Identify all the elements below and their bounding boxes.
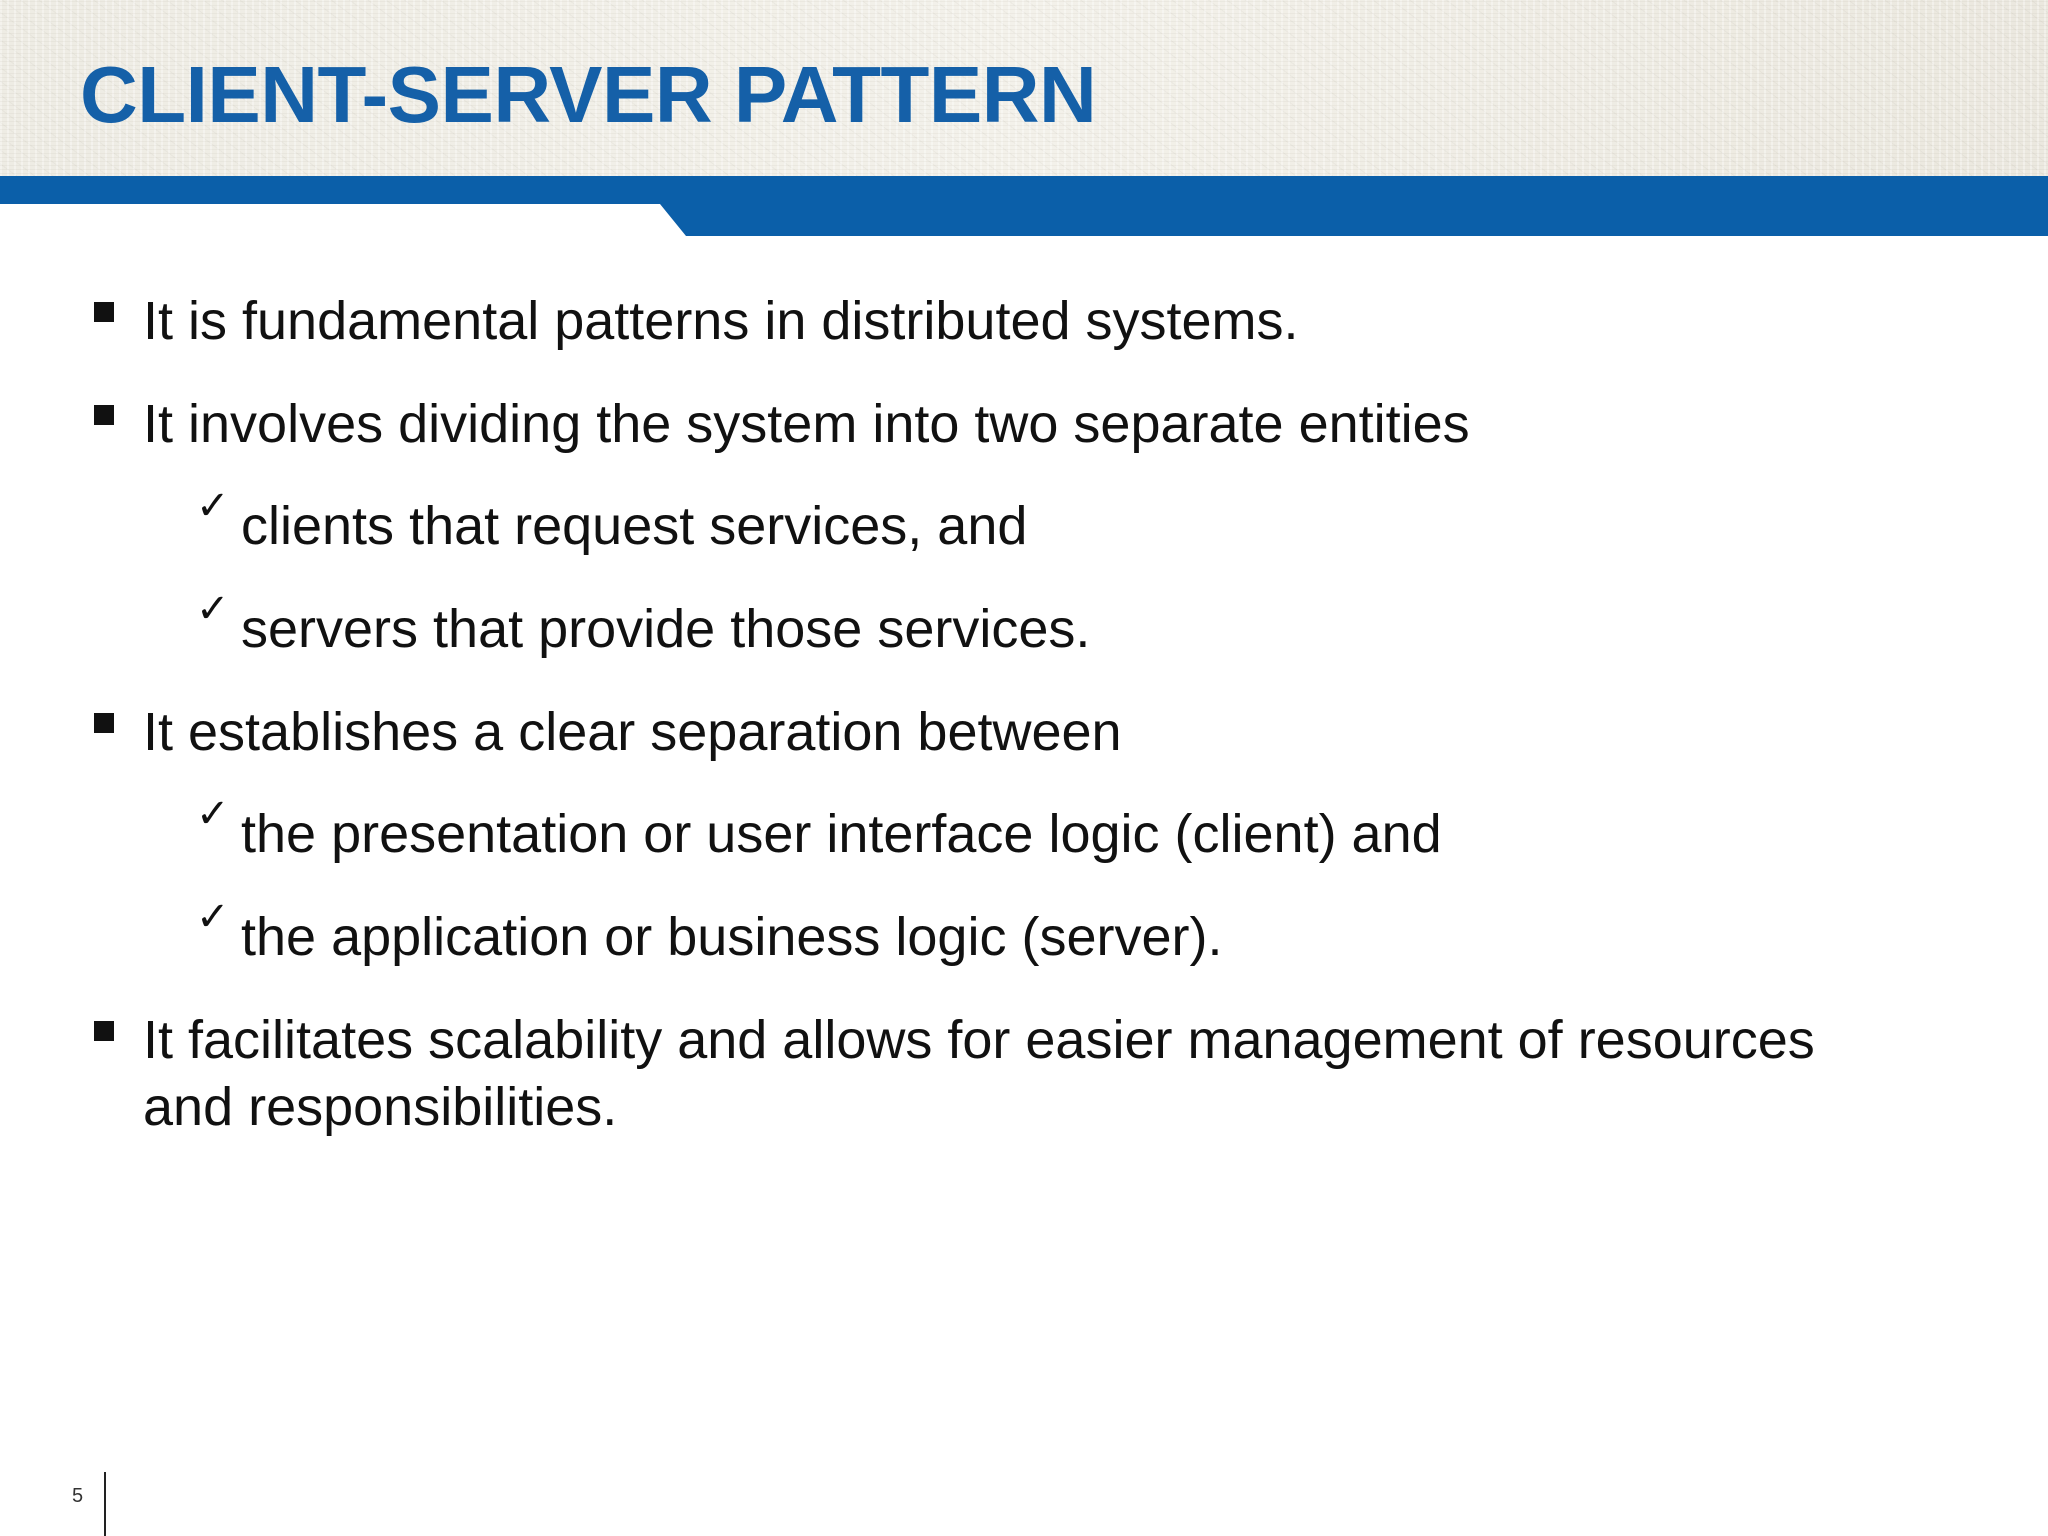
bullet-item-2: It involves dividing the system into two… xyxy=(143,394,1470,454)
sub-item-application: the application or business logic (serve… xyxy=(241,907,1223,967)
slide-title: CLIENT-SERVER PATTERN xyxy=(80,50,1097,139)
square-bullet-icon xyxy=(94,405,114,425)
page-number-divider xyxy=(104,1472,106,1536)
page-number: 5 xyxy=(72,1485,84,1507)
title-banner: CLIENT-SERVER PATTERN xyxy=(0,0,2048,178)
checkmark-icon: ✓ xyxy=(196,483,230,529)
square-bullet-icon xyxy=(94,713,114,733)
square-bullet-icon xyxy=(94,1021,114,1041)
sub-item-servers: servers that provide those services. xyxy=(241,599,1091,659)
bullet-item-4-line-1: It facilitates scalability and allows fo… xyxy=(143,1010,1815,1070)
square-bullet-icon xyxy=(94,302,114,322)
checkmark-icon: ✓ xyxy=(196,791,230,837)
sub-item-presentation: the presentation or user interface logic… xyxy=(241,804,1442,864)
bullet-item-1: It is fundamental patterns in distribute… xyxy=(143,291,1299,351)
checkmark-icon: ✓ xyxy=(196,586,230,632)
checkmark-icon: ✓ xyxy=(196,894,230,940)
bullet-item-3: It establishes a clear separation betwee… xyxy=(143,702,1122,762)
sub-item-clients: clients that request services, and xyxy=(241,496,1028,556)
bullet-item-4-line-2: and responsibilities. xyxy=(143,1077,618,1137)
